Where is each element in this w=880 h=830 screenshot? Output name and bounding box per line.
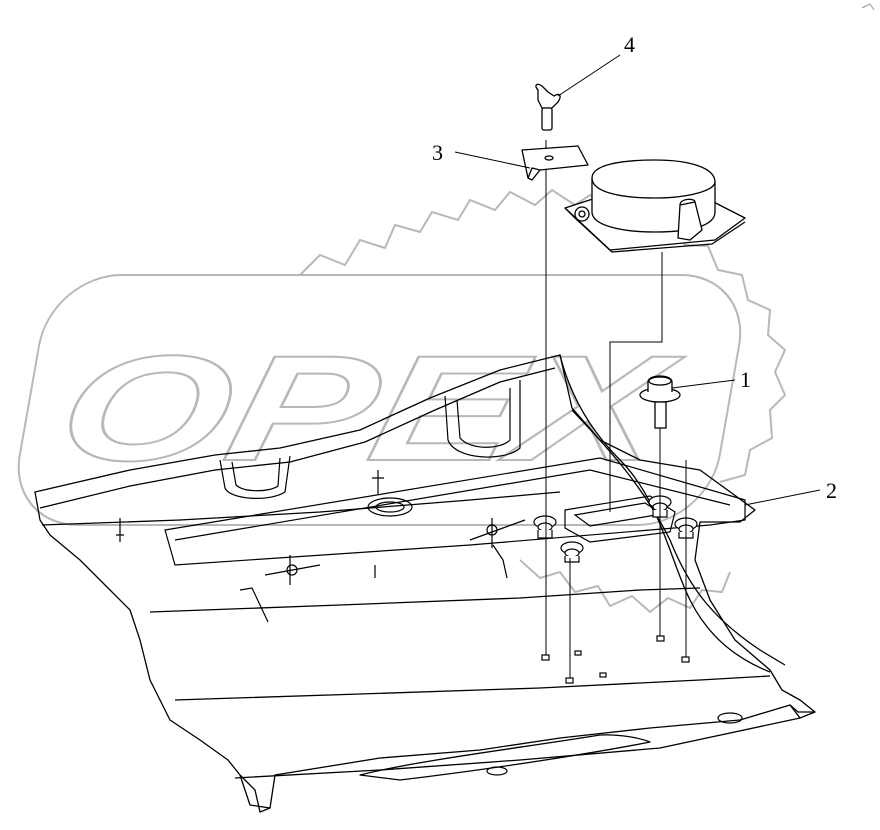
cross-left	[264, 555, 321, 585]
axis-line-horn	[609, 252, 663, 512]
leader-4	[557, 54, 621, 97]
watermark-frame	[17, 274, 742, 526]
bottom-nut-6	[681, 656, 690, 663]
part-wing-bolt	[535, 83, 561, 131]
long-slot	[164, 457, 746, 566]
floor-left-lip	[239, 774, 271, 809]
bottom-nut-2	[565, 677, 574, 684]
clip-left	[239, 587, 269, 623]
callout-label-2: 2	[826, 478, 837, 503]
callout-label-1: 1	[740, 367, 751, 392]
floor-fold-2	[174, 675, 771, 701]
pocket-left	[219, 455, 291, 499]
clip-mid	[492, 544, 508, 579]
stud-top	[372, 470, 384, 494]
nut-a	[533, 515, 557, 539]
bottom-nut-4	[599, 672, 607, 678]
bottom-nut-5	[656, 635, 665, 642]
floor-hole-right	[717, 712, 743, 724]
assembly-lines	[545, 140, 687, 678]
floor-pockets	[219, 380, 521, 499]
pocket-mid	[444, 380, 521, 458]
watermark-gear-lower	[519, 559, 731, 614]
pocket-mid-inner	[456, 388, 511, 448]
leader-3	[454, 151, 531, 169]
mount-plate-outline	[564, 495, 676, 543]
long-slot-inner	[174, 469, 731, 541]
corner-mark	[861, 3, 875, 11]
part-bolt	[639, 375, 681, 429]
nut-d	[674, 517, 698, 539]
floor-fold-3	[234, 717, 801, 779]
floor-hole-center-inner	[375, 501, 405, 513]
part-horn	[564, 159, 746, 253]
cross-left-nut	[286, 564, 298, 576]
bottom-nut-1	[541, 654, 550, 661]
part-bracket	[521, 145, 589, 181]
pocket-left-inner	[231, 457, 281, 492]
fasteners	[533, 495, 698, 684]
callout-leaders	[454, 54, 821, 506]
floor-fold-1	[149, 587, 701, 613]
callout-label-4: 4	[624, 32, 635, 57]
leader-1	[671, 379, 736, 389]
callout-label-3: 3	[432, 140, 443, 165]
stud-far-left	[116, 518, 124, 542]
floor-slots	[164, 457, 746, 776]
floor-hole-center	[367, 497, 413, 517]
floor-right-lip	[789, 704, 815, 713]
floor-right-channel-2	[571, 409, 786, 666]
bottom-nut-3	[574, 650, 582, 656]
floor-bottom-skid	[359, 734, 651, 781]
cross-mid	[469, 518, 526, 548]
floor-front-edge	[41, 491, 561, 526]
nut-b	[560, 541, 584, 563]
leader-2	[744, 489, 821, 506]
floor-top-edge	[39, 367, 556, 509]
cross-mid-nut	[486, 524, 498, 536]
floor-studs	[116, 470, 526, 623]
floor-hole-bottom	[486, 766, 508, 776]
